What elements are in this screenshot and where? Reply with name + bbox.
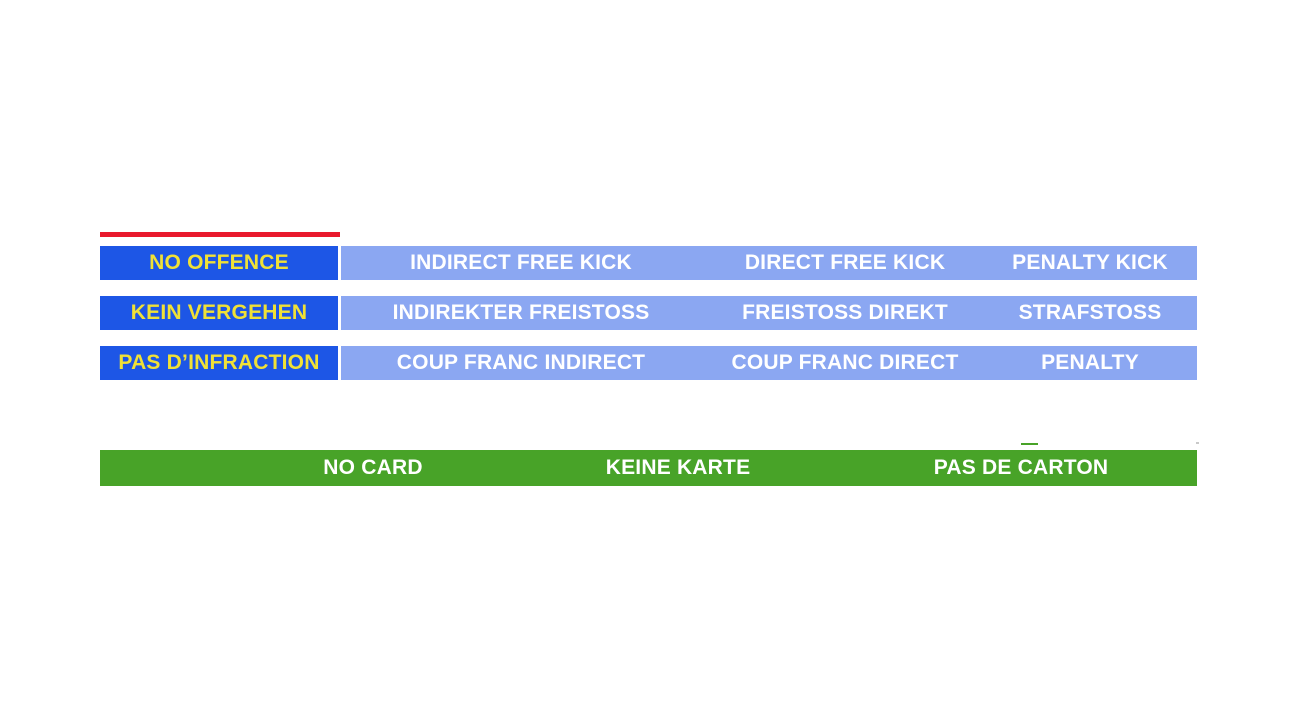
direct-free-kick-label: DIRECT FREE KICK [744,251,946,274]
tiny-gray-artifact-dot [1196,442,1199,444]
coup-franc-indirect-label: COUP FRANC INDIRECT [396,351,646,374]
offence-label-german: KEIN VERGEHEN [130,301,308,324]
sanctions-bar-german: INDIREKTER FREISTOSS FREISTOSS DIREKT ST… [341,296,1197,330]
no-card-bar: NO CARD KEINE KARTE PAS DE CARTON [100,450,1197,486]
decision-row-french: PAS D’INFRACTION COUP FRANC INDIRECT COU… [100,346,1197,380]
strafstoss-label: STRAFSTOSS [1018,301,1162,324]
offence-label-french: PAS D’INFRACTION [118,351,320,374]
pas-d-infraction-cell: PAS D’INFRACTION [100,346,338,380]
kein-vergehen-cell: KEIN VERGEHEN [100,296,338,330]
offence-label-english: NO OFFENCE [149,251,289,274]
sanctions-bar-english: INDIRECT FREE KICK DIRECT FREE KICK PENA… [341,246,1197,280]
sanctions-bar-french: COUP FRANC INDIRECT COUP FRANC DIRECT PE… [341,346,1197,380]
small-green-artifact-line [1021,443,1038,445]
penalty-kick-label: PENALTY KICK [1012,251,1168,274]
no-offence-cell: NO OFFENCE [100,246,338,280]
decision-row-german: KEIN VERGEHEN INDIREKTER FREISTOSS FREIS… [100,296,1197,330]
keine-karte-label: KEINE KARTE [605,456,751,479]
indirect-free-kick-label: INDIRECT FREE KICK [410,251,632,274]
no-card-label: NO CARD [323,456,423,479]
indirekter-freistoss-label: INDIREKTER FREISTOSS [392,301,650,324]
pas-de-carton-label: PAS DE CARTON [933,456,1109,479]
coup-franc-direct-label: COUP FRANC DIRECT [731,351,959,374]
offence-column-accent-line [100,232,340,237]
decision-row-english: NO OFFENCE INDIRECT FREE KICK DIRECT FRE… [100,246,1197,280]
freistoss-direkt-label: FREISTOSS DIREKT [742,301,948,324]
penalty-label: PENALTY [1041,351,1139,374]
